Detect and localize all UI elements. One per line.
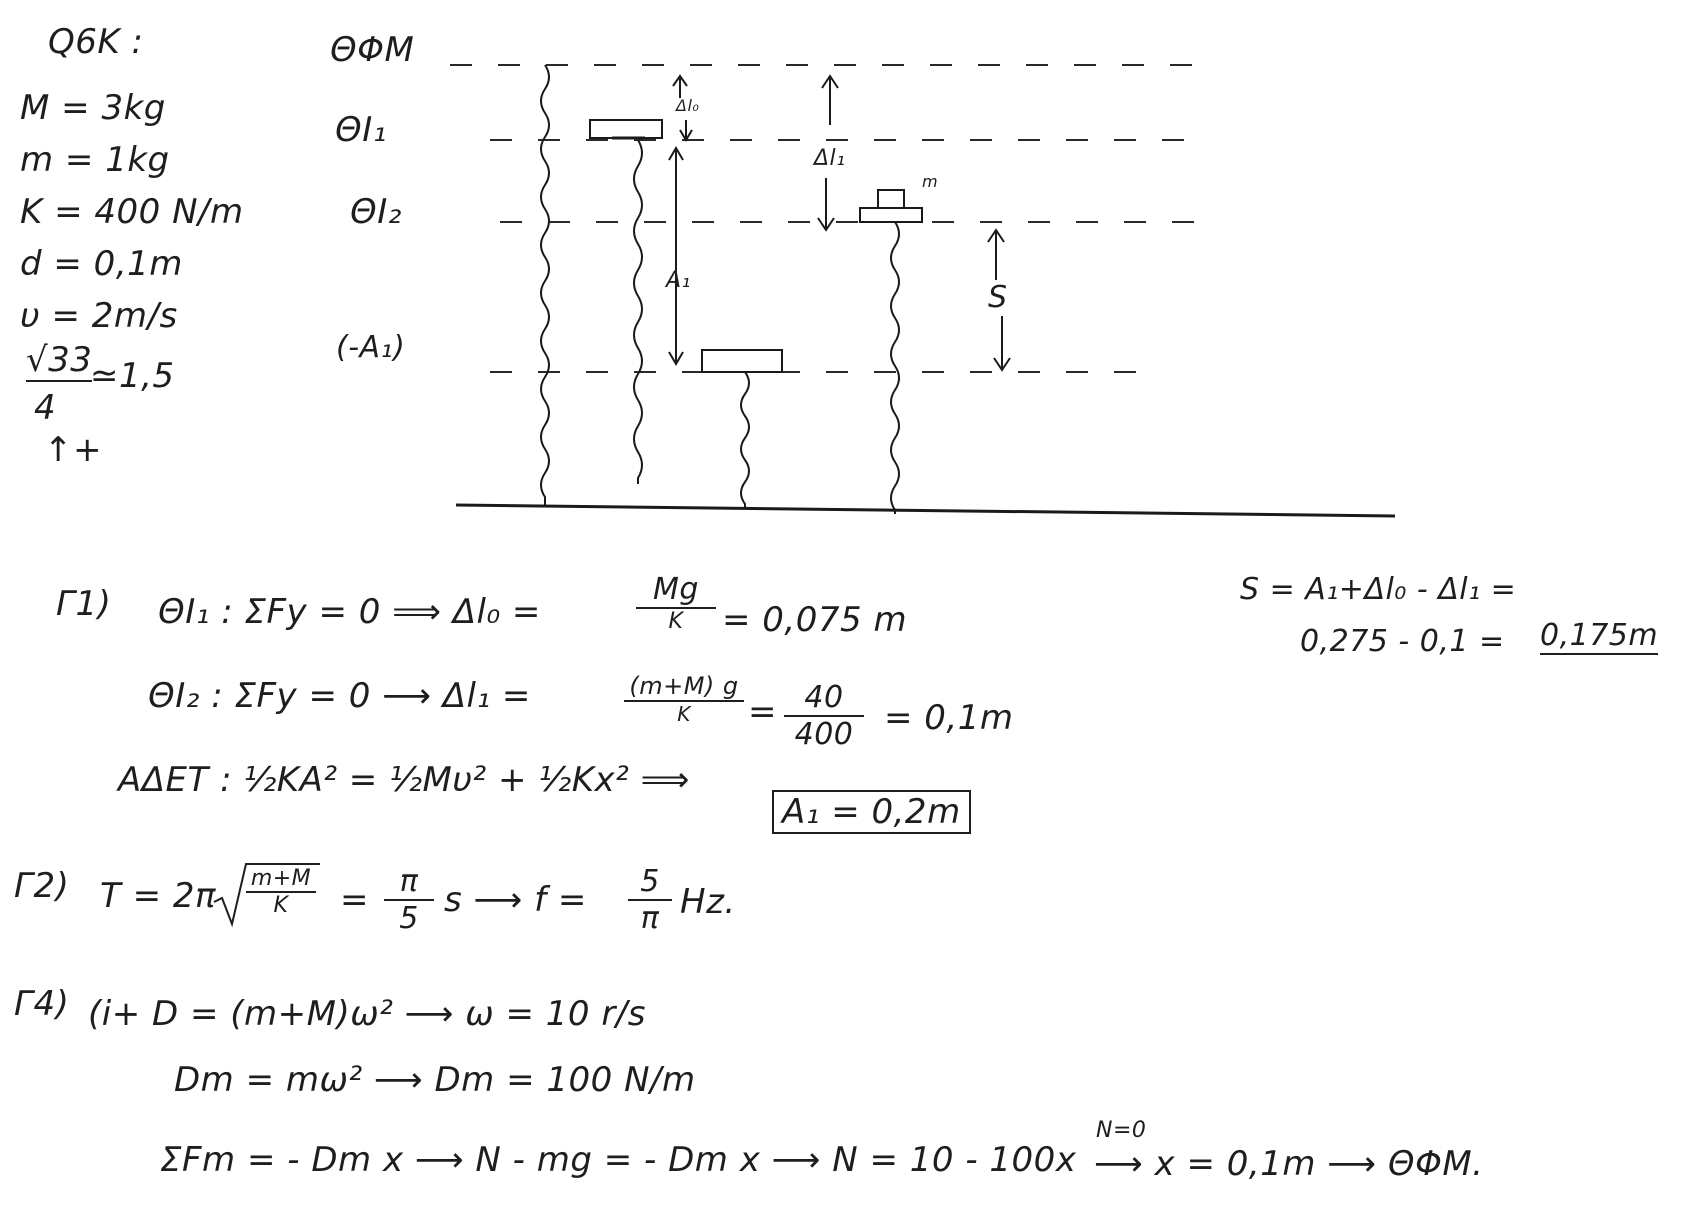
g2-frac2-den: π [640, 901, 660, 936]
g1-line1-a: ΘΙ₁ : ΣFy = 0 ⟹ Δl₀ = [158, 592, 541, 632]
g1-line2-fraction: (m+M) g K [624, 672, 744, 726]
label-dl0-text: Δl₀ [676, 96, 700, 115]
given-sqrt-numerator: √33 [26, 340, 93, 382]
g4-line2: Dm = mω² ⟶ Dm = 100 N/m [174, 1060, 696, 1100]
problem-title: Q6K : [48, 22, 144, 62]
block-M-oi1 [589, 119, 663, 139]
spring-oi1 [633, 139, 643, 484]
label-a1: A₁ [666, 268, 691, 293]
g1-line3-a: ΑΔΕΤ : ½KA² = ½Mυ² + ½Kx² ⟹ [118, 760, 690, 800]
g2-a: T = 2π [100, 876, 216, 916]
spring-natural-length [540, 64, 550, 505]
g1-line2-fraction2: 40 400 [784, 680, 864, 752]
given-mass-small: m = 1kg [20, 140, 170, 180]
g4-line3-over: N=0 [1096, 1118, 1147, 1143]
g2-fraction: π 5 [384, 864, 434, 936]
block-m-oi2 [877, 189, 905, 209]
block-M-oi2 [859, 207, 923, 223]
g1-label: Γ1) [56, 584, 112, 624]
positive-direction-arrow: ↑+ [44, 430, 102, 470]
g1-line1-den: K [668, 609, 684, 634]
label-ofm: ΘΦΜ [330, 30, 415, 70]
label-s: S [988, 280, 1008, 315]
g1-line1-num: Mg [636, 572, 716, 609]
label-oi2: ΘΙ₂ [350, 192, 402, 232]
g2-c: Hz. [680, 882, 736, 922]
given-sqrt-value: ≃1,5 [90, 356, 175, 396]
g2-b: s ⟶ f = [444, 880, 587, 920]
spring-ea1 [740, 371, 750, 508]
g2-fraction2: 5 π [628, 864, 672, 936]
g2-eq: = [340, 880, 369, 920]
g2-sqrt-sign [213, 863, 320, 928]
g2-sqrt-fraction: m+M K [246, 866, 316, 918]
label-dl1: Δl₁ [814, 146, 846, 171]
label-m: m [922, 172, 939, 191]
g2-sqrt-num: m+M [246, 866, 316, 893]
g1-line2-num2: 40 [784, 680, 864, 717]
g1-line1-b: = 0,075 m [722, 600, 908, 640]
g2-frac-num: π [384, 864, 434, 901]
given-velocity: υ = 2m/s [20, 296, 178, 336]
g1-line2-a: ΘΙ₂ : ΣFy = 0 ⟶ Δl₁ = [148, 676, 531, 716]
g2-label: Γ2) [14, 866, 70, 906]
label-ea1: (-A₁) [336, 330, 406, 365]
g4-line3-a: ΣFm = - Dm x ⟶ N - mg = - Dm x ⟶ N = 10 … [160, 1140, 1077, 1180]
label-oi1: ΘΙ₁ [335, 110, 387, 150]
given-sqrt-denominator: 4 [34, 388, 57, 428]
given-distance: d = 0,1m [20, 244, 183, 284]
ground-line [455, 503, 1396, 518]
g4-label: Γ4) [14, 984, 70, 1024]
g1-line2-b: = 0,1m [884, 698, 1014, 738]
g4-line3-b: ⟶ x = 0,1m ⟶ ΘΦΜ. [1094, 1144, 1484, 1184]
spring-oi2 [890, 221, 900, 514]
g2-sqrt-den: K [273, 893, 289, 918]
block-M-ea1 [701, 349, 783, 373]
g2-frac2-num: 5 [628, 864, 672, 901]
given-mass-big: M = 3kg [20, 88, 166, 128]
given-spring-constant: K = 400 N/m [20, 192, 244, 232]
side-note-line1: S = A₁+Δl₀ - Δl₁ = [1240, 572, 1517, 607]
g1-line1-fraction: Mg K [636, 572, 716, 634]
g4-line1: (i+ D = (m+M)ω² ⟶ ω = 10 r/s [88, 994, 647, 1034]
g1-line3-result: A₁ = 0,2m [772, 790, 971, 834]
side-note-line2a: 0,275 - 0,1 = [1300, 624, 1505, 659]
g1-line2-den: K [677, 702, 691, 726]
g1-line2-den2: 400 [794, 717, 854, 752]
side-note-line2b: 0,175m [1540, 618, 1659, 655]
g2-frac-den: 5 [399, 901, 419, 936]
g1-line2-num: (m+M) g [624, 672, 744, 702]
g1-line2-eq: = [748, 692, 777, 732]
